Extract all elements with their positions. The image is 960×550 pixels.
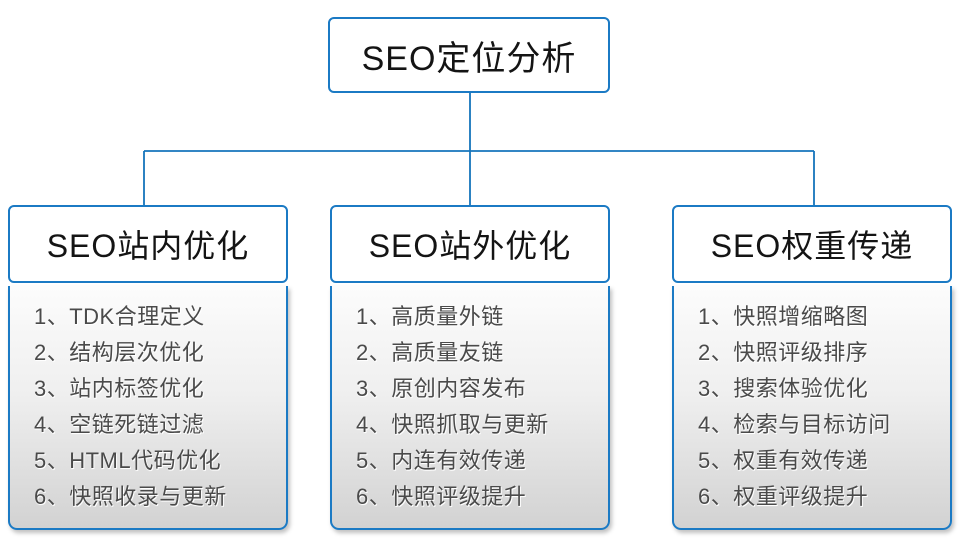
- list-item: 3、原创内容发布: [356, 376, 527, 401]
- column-onsite-header: SEO站内优化: [8, 205, 288, 283]
- root-node-label: SEO定位分析: [361, 39, 577, 78]
- list-item: 6、快照收录与更新: [34, 484, 227, 509]
- column-onsite-title: SEO站内优化: [46, 228, 250, 264]
- column-weight-body: 1、快照增缩略图 2、快照评级排序 3、搜索体验优化 4、检索与目标访问 5、权…: [672, 286, 952, 530]
- list-item: 4、检索与目标访问: [698, 412, 891, 437]
- list-item: 5、内连有效传递: [356, 448, 527, 473]
- list-item: 1、快照增缩略图: [698, 304, 869, 329]
- list-item: 6、快照评级提升: [356, 484, 527, 509]
- list-item: 1、高质量外链: [356, 304, 504, 329]
- list-item: 2、高质量友链: [356, 340, 504, 365]
- column-weight-header: SEO权重传递: [672, 205, 952, 283]
- list-item: 4、快照抓取与更新: [356, 412, 549, 437]
- column-onsite-body: 1、TDK合理定义 2、结构层次优化 3、站内标签优化 4、空链死链过滤 5、H…: [8, 286, 288, 530]
- list-item: 4、空链死链过滤: [34, 412, 205, 437]
- column-weight-title: SEO权重传递: [710, 228, 914, 264]
- column-offsite-body: 1、高质量外链 2、高质量友链 3、原创内容发布 4、快照抓取与更新 5、内连有…: [330, 286, 610, 530]
- list-item: 5、HTML代码优化: [34, 448, 222, 473]
- list-item: 2、结构层次优化: [34, 340, 205, 365]
- list-item: 1、TDK合理定义: [34, 304, 205, 329]
- list-item: 2、快照评级排序: [698, 340, 869, 365]
- list-item: 3、搜索体验优化: [698, 376, 869, 401]
- column-offsite-title: SEO站外优化: [368, 228, 572, 264]
- list-item: 5、权重有效传递: [698, 448, 869, 473]
- list-item: 3、站内标签优化: [34, 376, 205, 401]
- column-offsite-header: SEO站外优化: [330, 205, 610, 283]
- list-item: 6、权重评级提升: [698, 484, 869, 509]
- root-node: SEO定位分析: [328, 17, 610, 93]
